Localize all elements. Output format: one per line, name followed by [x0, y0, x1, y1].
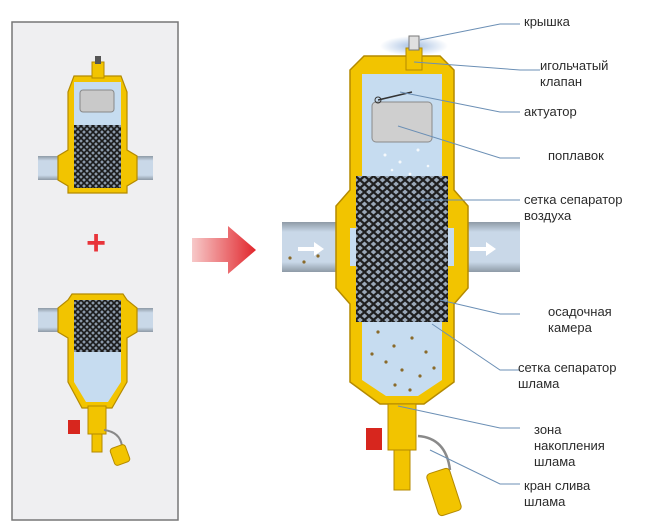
callout-air-separator-mesh: сетка сепаратор воздуха	[524, 192, 623, 223]
callout-settling-chamber: осадочная камера	[548, 304, 612, 335]
callout-needle-valve: игольчатый клапан	[540, 58, 609, 89]
small-air-separator	[38, 56, 153, 194]
callout-float: поплавок	[548, 148, 604, 163]
small-dirt-separator	[38, 293, 153, 466]
callout-sludge-zone: зона накопления шлама	[534, 422, 605, 469]
callout-drain-valve: кран слива шлама	[524, 478, 591, 509]
callout-actuator: актуатор	[524, 104, 577, 119]
callout-sludge-separator-mesh: сетка сепаратор шлама	[518, 360, 617, 391]
main-separator	[282, 35, 520, 517]
transition-arrow	[192, 226, 256, 274]
combine-symbol: +	[86, 224, 106, 262]
callout-cover: крышка	[524, 14, 570, 29]
leader-lines	[397, 23, 540, 485]
